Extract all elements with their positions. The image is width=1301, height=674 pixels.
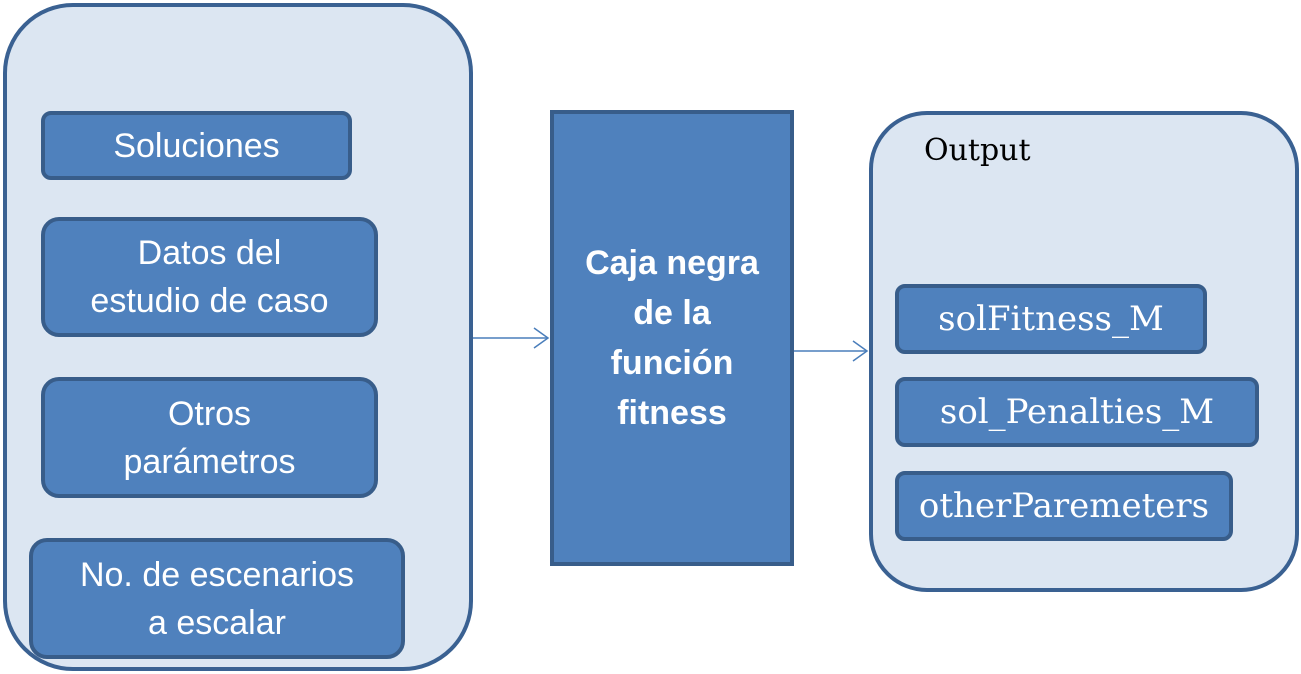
input-box-datos-estudio: Datos del estudio de caso <box>41 217 378 337</box>
input-box-text: Otros <box>167 394 252 433</box>
input-box-text: Soluciones <box>113 126 280 165</box>
input-box-text: Datos del <box>137 234 282 272</box>
black-box-text: fitness <box>617 394 727 432</box>
arrow-blackbox-to-output <box>794 340 869 362</box>
output-box-text: solFitness_M <box>938 299 1164 339</box>
output-box-other-parameters: otherParemeters <box>895 471 1233 541</box>
input-box-text: No. de escenarios <box>79 555 355 594</box>
arrow-inputs-to-blackbox <box>473 327 550 349</box>
input-box-text: estudio de caso <box>90 282 329 320</box>
output-box-text: sol_Penalties_M <box>939 392 1215 432</box>
input-box-text: a escalar <box>148 603 286 642</box>
input-box-otros-parametros: Otros parámetros <box>41 377 378 498</box>
input-box-soluciones: Soluciones <box>41 111 352 180</box>
input-box-escenarios: No. de escenarios a escalar <box>29 538 405 659</box>
output-box-solfitness: solFitness_M <box>895 284 1207 354</box>
output-box-text: otherParemeters <box>918 486 1210 526</box>
black-box-text: función <box>610 344 734 382</box>
black-box-text: Caja negra <box>585 244 759 282</box>
output-box-penalties: sol_Penalties_M <box>895 377 1259 447</box>
output-title: Output <box>924 133 1031 168</box>
fitness-black-box: Caja negra de la función fitness <box>550 110 794 566</box>
black-box-text: de la <box>633 294 711 332</box>
input-box-text: parámetros <box>123 442 296 481</box>
